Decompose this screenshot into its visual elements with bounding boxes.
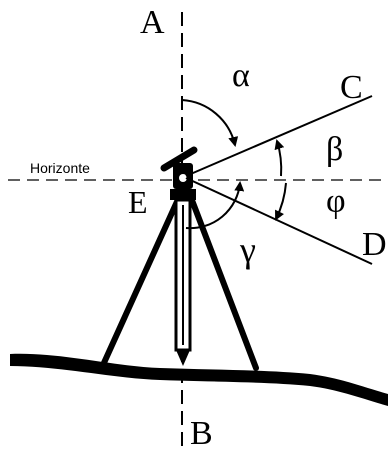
- label-gamma: γ: [239, 230, 256, 270]
- label-beta: β: [326, 131, 343, 168]
- label-a: A: [140, 4, 165, 41]
- theodolite: [160, 146, 198, 189]
- label-b: B: [190, 415, 213, 451]
- label-alpha: α: [232, 57, 250, 94]
- sight-line-ed: [185, 177, 373, 265]
- phi-arc: [275, 182, 287, 221]
- gamma-arc: [185, 181, 245, 230]
- tripod: [100, 189, 259, 371]
- label-horizonte: Horizonte: [30, 160, 90, 176]
- sight-line-ec: [185, 95, 373, 177]
- label-d: D: [362, 226, 387, 263]
- label-phi: φ: [326, 183, 346, 220]
- alpha-arc: [181, 99, 239, 147]
- beta-arc: [274, 139, 285, 177]
- ground-line: [10, 353, 388, 406]
- label-c: C: [340, 69, 363, 106]
- label-e: E: [128, 184, 148, 220]
